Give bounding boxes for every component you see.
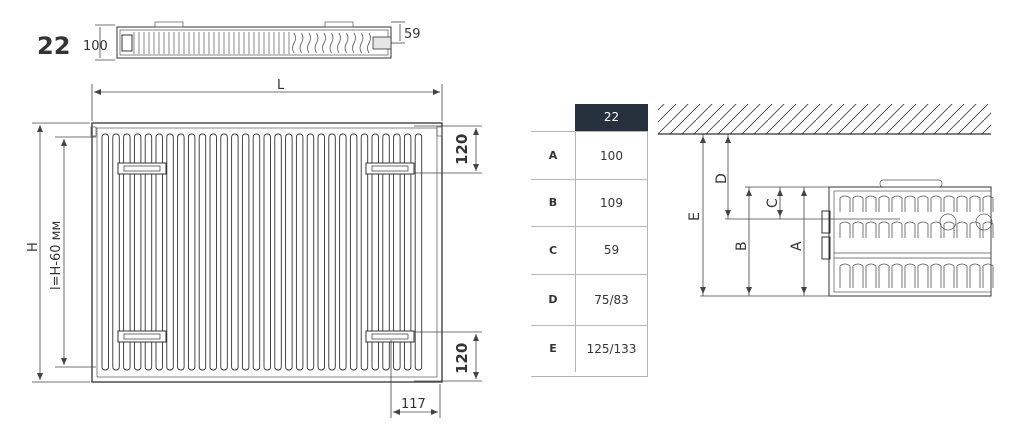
table-row: D 75/83: [531, 274, 647, 326]
bracket-top-left: [117, 162, 167, 175]
bracket-top-right: [365, 162, 415, 175]
front-view: L H l=H-60 мм 120 120 117: [26, 78, 482, 418]
table-header-label: 22: [603, 110, 620, 124]
axis-label: l=H-60 мм: [49, 221, 64, 290]
side-label-d: D: [714, 173, 730, 184]
side-label-e: E: [687, 212, 703, 221]
table-row: A 100: [531, 132, 647, 180]
side-label-a: A: [789, 241, 805, 251]
bracket-bottom-left: [117, 330, 167, 343]
table-key: B: [531, 179, 576, 226]
table-value: 75/83: [594, 292, 629, 307]
table-row: B 109: [531, 179, 647, 227]
table-value: 125/133: [586, 341, 637, 356]
top-view: 100 59: [83, 21, 421, 61]
table-key: C: [531, 226, 576, 274]
side-offset-label: 117: [401, 397, 426, 412]
table-value: 109: [600, 195, 623, 210]
table-row: E 125/133: [531, 325, 647, 372]
table-header: 22: [575, 104, 648, 131]
table-key: E: [531, 325, 576, 372]
side-label-c: C: [765, 198, 781, 208]
table-value: 59: [603, 243, 620, 257]
model-label: 22: [37, 32, 70, 60]
bracket-bottom-right: [365, 330, 415, 343]
depth-label: 100: [83, 39, 108, 54]
table-key: A: [531, 132, 576, 179]
top-offset-label: 120: [453, 134, 471, 165]
side-view: D C E B A: [658, 104, 994, 297]
pipe-label: 59: [404, 27, 421, 42]
side-label-b: B: [734, 241, 750, 251]
length-label: L: [277, 78, 285, 93]
table-value: 100: [600, 148, 623, 163]
height-label: H: [26, 242, 41, 252]
table-row: C 59: [531, 226, 647, 275]
table-key: D: [531, 274, 576, 325]
bottom-offset-label: 120: [453, 343, 471, 374]
